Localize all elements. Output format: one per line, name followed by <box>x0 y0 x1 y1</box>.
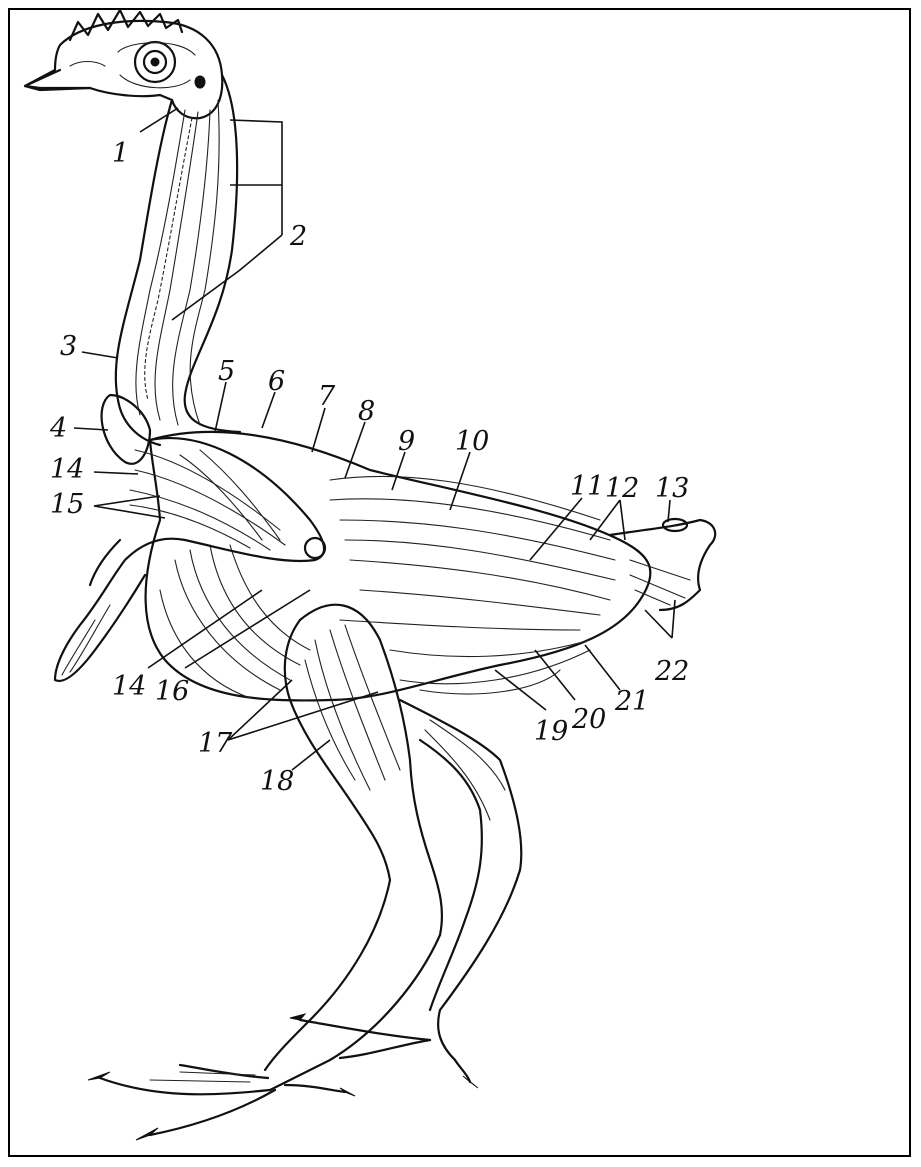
label-4: 4 <box>49 413 67 444</box>
label-22: 22 <box>654 656 689 687</box>
label-17: 17 <box>198 728 233 759</box>
bird-illustration <box>25 10 715 1140</box>
label-19: 19 <box>534 716 568 747</box>
label-15: 15 <box>50 489 84 520</box>
neck <box>116 75 240 445</box>
head <box>25 10 222 118</box>
label-20: 20 <box>571 704 606 735</box>
label-7: 7 <box>318 381 336 412</box>
label-21: 21 <box>614 686 649 717</box>
label-14-lower: 14 <box>112 671 146 702</box>
label-12: 12 <box>605 473 639 504</box>
number-labels: 1 2 3 4 5 6 7 8 9 10 11 12 13 14 15 14 1… <box>49 138 689 797</box>
far-leg <box>290 700 521 1088</box>
label-2: 2 <box>289 221 307 252</box>
label-8: 8 <box>358 396 375 427</box>
label-13: 13 <box>655 473 689 504</box>
label-11: 11 <box>570 471 604 502</box>
label-18: 18 <box>260 766 294 797</box>
wing <box>55 438 325 681</box>
label-10: 10 <box>455 426 489 457</box>
label-1: 1 <box>112 138 129 169</box>
label-3: 3 <box>60 331 77 362</box>
label-14-upper: 14 <box>50 454 84 485</box>
label-16: 16 <box>155 676 189 707</box>
label-5: 5 <box>218 356 235 387</box>
label-6: 6 <box>268 366 285 397</box>
crop <box>102 395 150 464</box>
label-9: 9 <box>398 426 415 457</box>
